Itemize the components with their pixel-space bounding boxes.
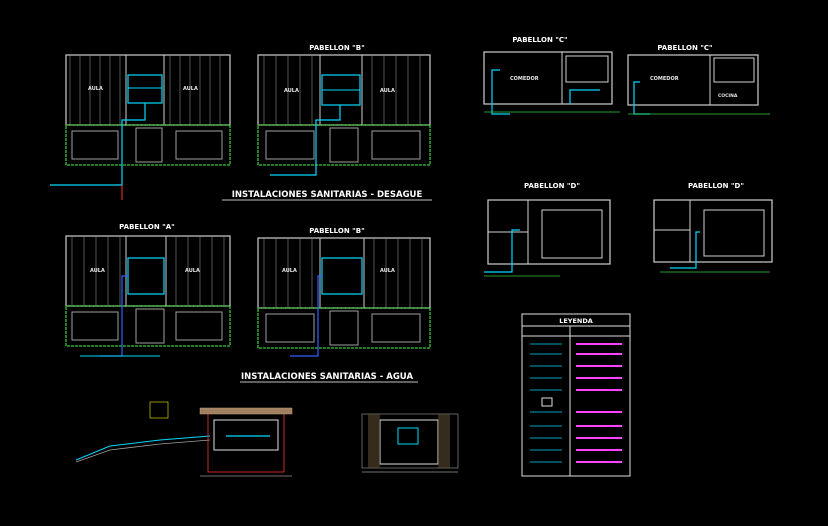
plan-agua-right: PABELLON "B" AULA AULA [257, 227, 431, 357]
svg-text:AULA: AULA [380, 268, 395, 274]
detail-caja-registro [75, 401, 293, 477]
label-pabellon-d-2: PABELLON "D" [688, 182, 744, 190]
plan-desague-left: AULA AULA [50, 54, 231, 200]
plan-pabellon-c-desague: PABELLON "C" COMEDOR [483, 36, 620, 115]
plan-agua-left: PABELLON "A" AULA AULA [65, 223, 231, 357]
legend-box: LEYENDA [521, 313, 631, 477]
title-desague: INSTALACIONES SANITARIAS - DESAGUE [232, 190, 423, 200]
svg-text:AULA: AULA [90, 268, 105, 274]
plan-desague-right: PABELLON "B" AULA AULA [257, 44, 431, 176]
label-pabellon-c-2: PABELLON "C" [657, 44, 712, 52]
label-pabellon-c-1: PABELLON "C" [512, 36, 567, 44]
plan-pabellon-c-agua: PABELLON "C" COMEDOR COCINA [627, 44, 770, 115]
room-cocina: COCINA [718, 93, 738, 99]
svg-text:AULA: AULA [183, 86, 198, 92]
svg-text:AULA: AULA [380, 88, 395, 94]
svg-text:AULA: AULA [284, 88, 299, 94]
plan-pabellon-d-desague: PABELLON "D" [484, 182, 611, 277]
detail-caja-desconexion [361, 413, 459, 473]
room-comedor-2: COMEDOR [650, 76, 679, 82]
svg-text:AULA: AULA [88, 86, 103, 92]
svg-text:AULA: AULA [282, 268, 297, 274]
label-pabellon-a: PABELLON "A" [119, 223, 175, 231]
label-pabellon-d-1: PABELLON "D" [524, 182, 580, 190]
room-comedor-1: COMEDOR [510, 76, 539, 82]
svg-text:AULA: AULA [185, 268, 200, 274]
label-pabellon-b-2: PABELLON "B" [309, 227, 365, 235]
label-pabellon-b-1: PABELLON "B" [309, 44, 365, 52]
legend-title: LEYENDA [559, 317, 593, 325]
plan-pabellon-d-agua: PABELLON "D" [653, 182, 773, 273]
title-agua: INSTALACIONES SANITARIAS - AGUA [241, 372, 413, 382]
